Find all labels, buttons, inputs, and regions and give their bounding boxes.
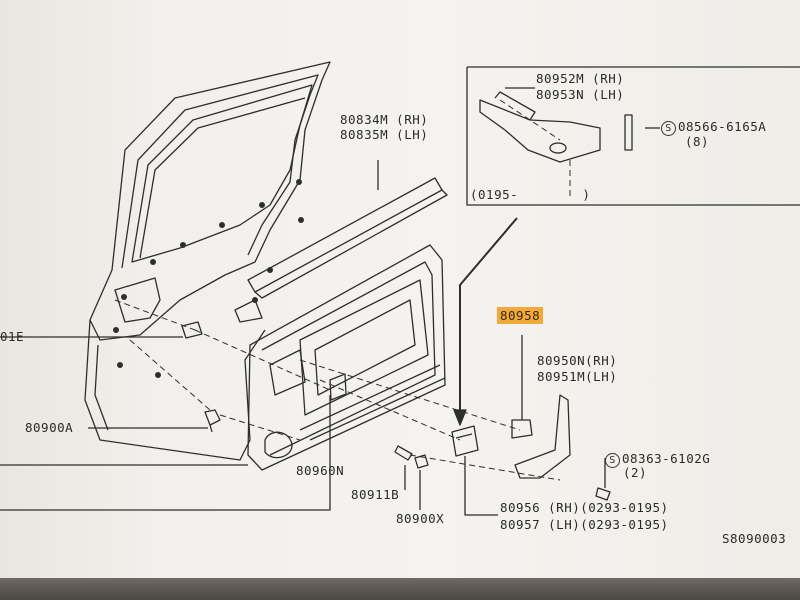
door-body: [84, 319, 266, 461]
label-80901e: 01E: [0, 329, 25, 344]
label-80958-highlighted: 80958: [497, 307, 544, 324]
inset-box: [466, 66, 800, 206]
door-frame-inner: [121, 74, 319, 269]
label-80834m: 80834M (RH): [340, 112, 429, 127]
label-80900x: 80900X: [396, 511, 445, 526]
s-symbol-icon: S: [605, 453, 620, 468]
label-80960n: 80960N: [296, 463, 345, 478]
s-symbol-icon: S: [661, 121, 676, 136]
label-80952m: 80952M (RH): [536, 71, 625, 86]
label-80950n: 80950N(RH): [537, 353, 618, 368]
label-80911b: 80911B: [351, 487, 400, 502]
label-80900a: 80900A: [25, 420, 74, 435]
door-moulding: [247, 177, 443, 293]
monitor-bezel: [0, 578, 800, 600]
label-inset-date: (0195- ): [470, 187, 591, 202]
door-frame: [89, 61, 331, 341]
label-80835m: 80835M (LH): [340, 127, 429, 142]
label-qty-8: (8): [685, 134, 710, 149]
label-80951m: 80951M(LH): [537, 369, 618, 384]
label-80957: 80957 (LH)(0293-0195): [500, 517, 669, 532]
pull-handle: [511, 419, 533, 439]
label-80953n: 80953N (LH): [536, 87, 625, 102]
window-frame: [131, 84, 313, 263]
label-80956: 80956 (RH)(0293-0195): [500, 500, 669, 515]
label-drawing-id: S8090003: [722, 531, 787, 546]
label-qty-2: (2): [623, 465, 648, 480]
door-trim-panel: [247, 244, 446, 471]
